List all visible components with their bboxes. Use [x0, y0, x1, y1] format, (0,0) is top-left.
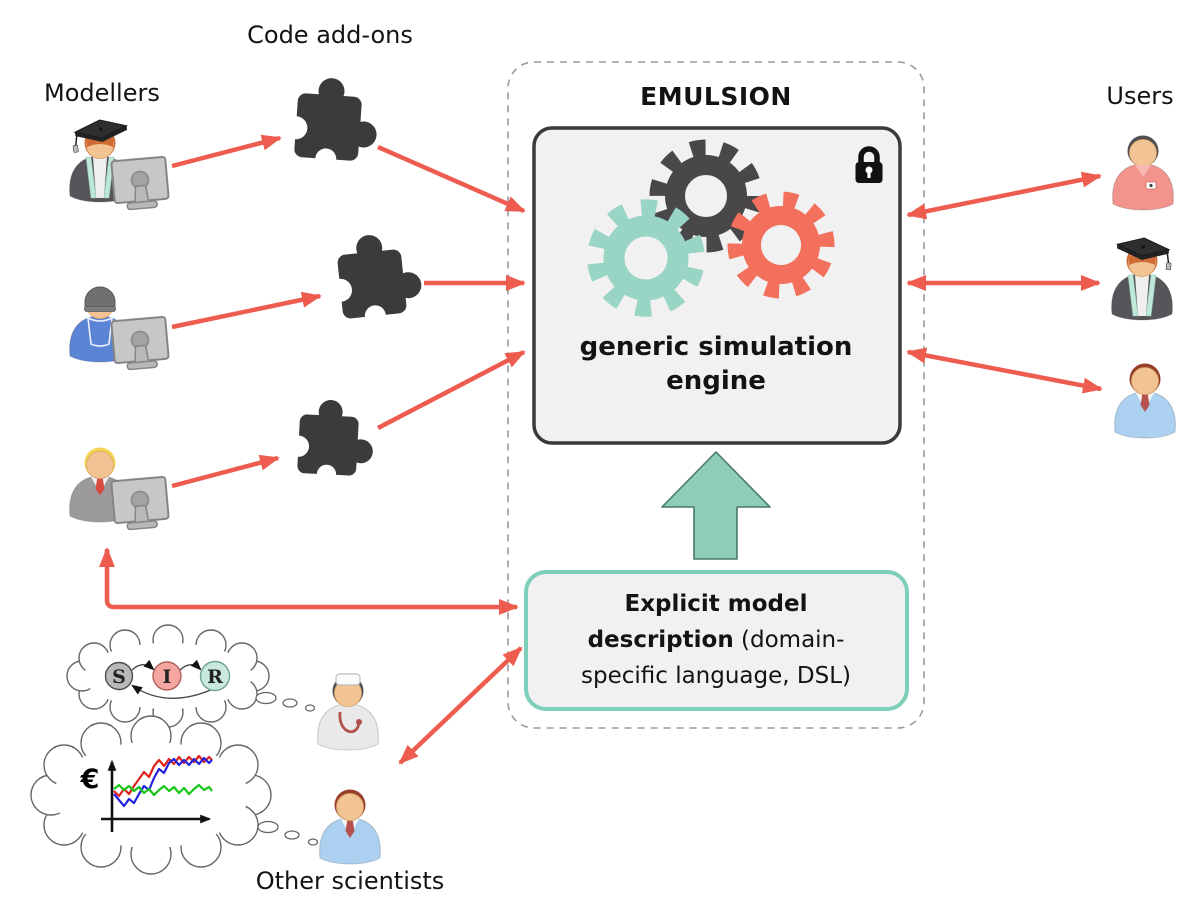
arrow-modeller2-to-addon — [171, 291, 322, 330]
sir-state-i: I — [163, 666, 172, 688]
user-graduate-icon — [1111, 234, 1175, 321]
arrow-modeller1-to-addon — [171, 134, 282, 169]
puzzle-piece-icon-1 — [281, 75, 381, 173]
model-to-engine-arrow — [661, 451, 771, 560]
flow-arrows — [99, 134, 1103, 765]
user-shirt-icon — [1114, 363, 1176, 439]
modeller-graduate-icon — [69, 116, 171, 212]
arrow-engine-to-user1 — [906, 171, 1102, 220]
code-addons-label: Code add-ons — [247, 21, 413, 49]
scientist-economist-icon — [319, 789, 381, 865]
arrow-description-to-modeller3 — [99, 547, 519, 615]
sketch-series-red — [113, 754, 213, 798]
user-pink-icon — [1112, 135, 1174, 211]
puzzle-piece-icon-2 — [323, 230, 426, 331]
description-normal-line3: specific language, DSL) — [580, 663, 851, 689]
thought-bubbles — [255, 691, 319, 846]
emulsion-title: EMULSION — [640, 82, 792, 111]
description-normal-line2: (domain- — [741, 627, 845, 653]
modeller-hoodie-icon — [69, 286, 171, 372]
scientist-doctor-icon — [317, 673, 379, 751]
description-bold-line1: Explicit model — [624, 591, 808, 617]
engine-label: generic simulation engine — [566, 330, 866, 398]
sketch-series-blue — [113, 756, 213, 808]
lock-icon — [855, 146, 883, 183]
gears-icon — [587, 139, 835, 317]
sketch-series-green — [113, 783, 213, 797]
arrow-addon1-to-engine — [377, 144, 526, 214]
sir-state-s: S — [112, 666, 126, 688]
euro-symbol: € — [80, 764, 100, 795]
modeller-suit-icon — [69, 447, 171, 532]
emulsion-dashed-box — [507, 61, 925, 729]
other-scientists-label: Other scientists — [255, 867, 445, 895]
description-bold-line2: description — [587, 627, 734, 653]
sir-thought-cloud: S I R — [66, 624, 270, 728]
description-label: Explicit model description (domain- spec… — [531, 586, 901, 694]
arrow-scientists-to-description — [398, 646, 523, 765]
puzzle-piece-icon-3 — [285, 397, 376, 487]
price-sketch-chart: € — [80, 754, 213, 832]
sir-state-r: R — [207, 666, 223, 688]
modellers-label: Modellers — [44, 79, 160, 107]
simulation-engine-box — [532, 126, 902, 445]
economics-thought-cloud: € — [30, 715, 272, 875]
arrow-engine-to-user3 — [906, 347, 1103, 394]
users-label: Users — [1106, 82, 1174, 110]
arrow-modeller3-to-addon — [171, 454, 280, 489]
engine-label-line1: generic simulation — [579, 332, 853, 362]
arrow-addon3-to-engine — [376, 350, 526, 430]
model-description-box — [524, 570, 909, 711]
engine-label-line2: engine — [666, 366, 766, 396]
